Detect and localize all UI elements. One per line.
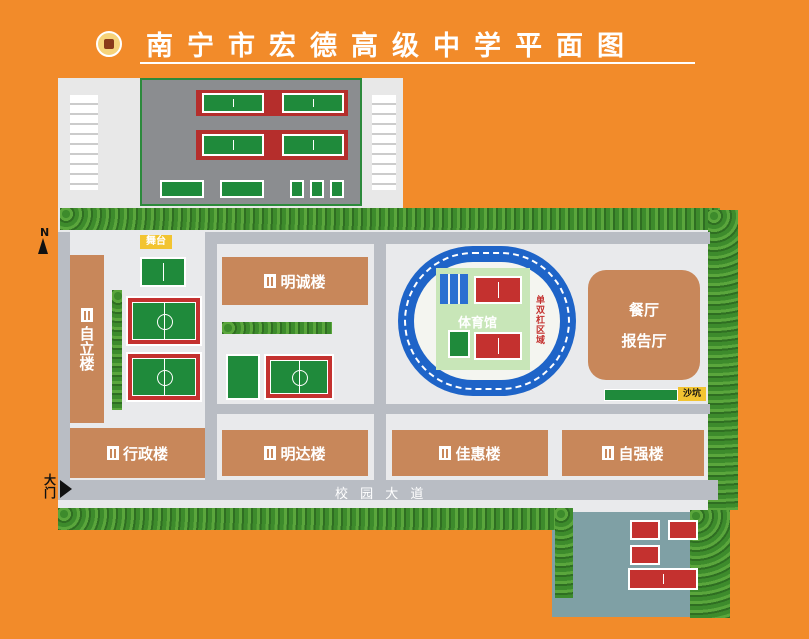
basketball-court bbox=[630, 520, 660, 540]
building-label: 自强楼 bbox=[618, 444, 664, 463]
stage: 舞台 bbox=[140, 235, 172, 249]
tree-row bbox=[222, 322, 332, 334]
campus-avenue bbox=[58, 480, 718, 500]
building-xingzheng: 行政楼 bbox=[70, 428, 205, 478]
basketball-court bbox=[630, 545, 660, 565]
basketball-court bbox=[202, 134, 264, 156]
basketball-court bbox=[474, 276, 522, 304]
building-mingcheng: 明诚楼 bbox=[222, 257, 368, 305]
basketball-court bbox=[202, 93, 264, 113]
track-lanes bbox=[404, 252, 570, 390]
volleyball-court bbox=[226, 354, 260, 400]
building-icon bbox=[264, 446, 277, 460]
badminton-court bbox=[448, 330, 470, 358]
building-jiahui: 佳惠楼 bbox=[392, 430, 548, 476]
basketball-court bbox=[282, 134, 344, 156]
parking-area-west bbox=[70, 95, 98, 190]
road bbox=[205, 232, 710, 244]
road bbox=[205, 404, 710, 414]
badminton-court bbox=[330, 180, 344, 198]
building-mingda: 明达楼 bbox=[222, 430, 368, 476]
sandpit: 沙坑 bbox=[678, 387, 706, 401]
building-label: 自立楼 bbox=[77, 325, 96, 371]
building-canting: 餐厅 报告厅 bbox=[588, 270, 700, 380]
badminton-court bbox=[160, 180, 204, 198]
basketball-court bbox=[474, 332, 522, 360]
badminton-court bbox=[290, 180, 304, 198]
building-icon bbox=[439, 446, 452, 460]
tree-row bbox=[58, 508, 556, 530]
basketball-court bbox=[126, 296, 202, 346]
basketball-court bbox=[668, 520, 698, 540]
badminton-court bbox=[220, 180, 264, 198]
map-title: 南宁市宏德高级中学平面图 bbox=[146, 31, 638, 62]
building-zili: 自立楼 bbox=[70, 255, 104, 423]
north-arrow-icon bbox=[38, 238, 48, 254]
compass-letter: N bbox=[40, 226, 50, 239]
basketball-court bbox=[628, 568, 698, 590]
basketball-court bbox=[282, 93, 344, 113]
tree-row bbox=[60, 208, 720, 230]
building-icon bbox=[106, 446, 119, 460]
parking-area-east bbox=[372, 95, 396, 190]
tennis-tables bbox=[440, 274, 468, 304]
badminton-court bbox=[310, 180, 324, 198]
tree-row bbox=[112, 290, 122, 410]
gate-arrow-icon bbox=[60, 480, 72, 498]
road bbox=[58, 232, 70, 487]
volleyball-court bbox=[140, 257, 186, 287]
building-icon bbox=[81, 307, 93, 322]
building-icon bbox=[602, 446, 615, 460]
building-icon bbox=[264, 274, 277, 288]
basketball-court bbox=[264, 354, 334, 400]
bars-area-label: 单双杠区域 bbox=[536, 296, 546, 346]
building-ziqiang: 自强楼 bbox=[562, 430, 704, 476]
title-underline bbox=[140, 62, 695, 64]
building-label: 报告厅 bbox=[621, 332, 667, 350]
tree-row bbox=[555, 508, 573, 598]
school-emblem bbox=[96, 31, 122, 57]
building-label: 行政楼 bbox=[122, 444, 168, 463]
basketball-court bbox=[126, 352, 202, 402]
building-label: 餐厅 bbox=[628, 301, 659, 319]
building-label: 明诚楼 bbox=[280, 272, 326, 291]
long-jump-runway bbox=[604, 389, 678, 401]
road-label: 校 园 大 道 bbox=[335, 487, 428, 502]
gym-label: 体育馆 bbox=[458, 316, 498, 331]
tree-row bbox=[708, 210, 738, 510]
building-label: 佳惠楼 bbox=[455, 444, 501, 463]
road bbox=[374, 232, 386, 487]
gate-label: 大门 bbox=[44, 473, 57, 500]
building-label: 明达楼 bbox=[280, 444, 326, 463]
road bbox=[205, 232, 217, 487]
